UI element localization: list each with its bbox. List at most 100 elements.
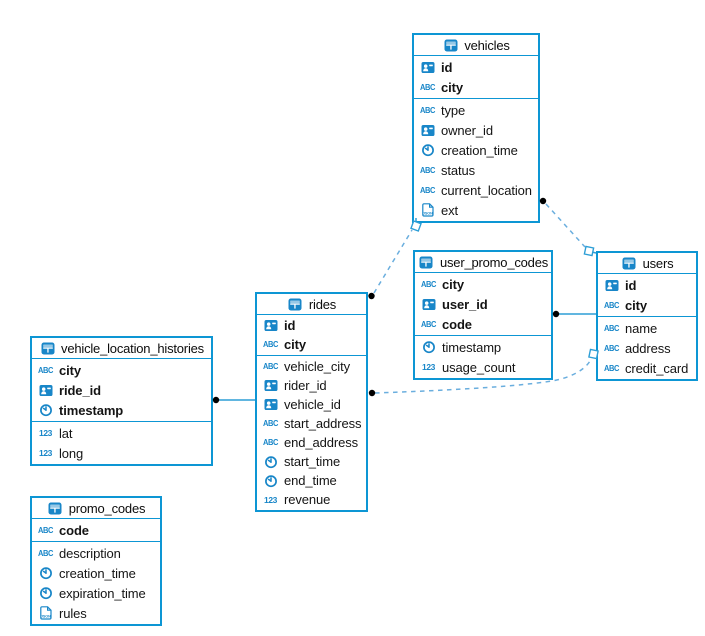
abc-text-type-icon: ABC	[37, 365, 54, 375]
table-header[interactable]: user_promo_codes	[415, 252, 551, 273]
column-row-creation_time[interactable]: creation_time	[32, 563, 160, 583]
column-name: start_address	[284, 416, 362, 431]
column-row-start_address[interactable]: ABC start_address	[257, 414, 366, 433]
column-row-id[interactable]: id	[414, 57, 538, 77]
column-name: description	[59, 545, 121, 561]
column-row-city[interactable]: ABC city	[257, 335, 366, 354]
column-name: ext	[441, 202, 459, 218]
column-row-ext[interactable]: JSON ext	[414, 200, 538, 220]
column-name: status	[441, 162, 476, 178]
column-row-credit_card[interactable]: ABC credit_card	[598, 358, 696, 378]
table-title: vehicle_location_histories	[61, 340, 204, 356]
clock-icon	[264, 474, 277, 487]
column-row-timestamp[interactable]: timestamp	[32, 400, 211, 420]
cardinality-dot-rides-users	[368, 389, 376, 397]
badge-icon-wrap	[262, 379, 279, 393]
column-row-rider_id[interactable]: rider_id	[257, 376, 366, 395]
clock-icon	[422, 341, 435, 354]
table-icon-wrap	[47, 501, 64, 515]
clock-icon-wrap	[262, 474, 279, 488]
json-icon-wrap: JSON	[419, 203, 436, 217]
relationship-line-vehicles-users[interactable]	[545, 203, 586, 248]
column-row-id[interactable]: id	[598, 275, 696, 295]
table-icon	[419, 256, 433, 268]
column-name: credit_card	[625, 360, 689, 376]
table-title: user_promo_codes	[439, 254, 549, 270]
abc-text-type-icon: ABC	[419, 165, 436, 175]
number-icon-wrap: 123	[37, 446, 54, 460]
column-row-id[interactable]: id	[257, 316, 366, 335]
column-name: timestamp	[442, 339, 502, 355]
column-name: current_location	[441, 182, 532, 198]
column-row-start_time[interactable]: start_time	[257, 452, 366, 471]
column-row-end_time[interactable]: end_time	[257, 471, 366, 490]
column-row-owner_id[interactable]: owner_id	[414, 120, 538, 140]
badge-icon-wrap	[419, 60, 436, 74]
table-icon	[48, 502, 62, 514]
column-row-vehicle_id[interactable]: vehicle_id	[257, 395, 366, 414]
table-header[interactable]: rides	[257, 294, 366, 315]
column-name: user_id	[442, 296, 488, 312]
123-number-type-icon: 123	[39, 448, 52, 458]
column-name: name	[625, 320, 658, 336]
table-header[interactable]: vehicles	[414, 35, 538, 56]
table-header[interactable]: users	[598, 253, 696, 274]
column-name: city	[284, 337, 307, 352]
relationship-line-vehicles-rides[interactable]	[373, 229, 413, 294]
column-row-timestamp[interactable]: timestamp	[415, 337, 551, 357]
clock-icon	[39, 567, 52, 580]
abc-icon-wrap: ABC	[262, 417, 279, 431]
cardinality-dot-vehicles-rides	[368, 292, 375, 300]
abc-icon-wrap: ABC	[419, 80, 436, 94]
abc-icon-wrap: ABC	[603, 341, 620, 355]
table-title: users	[642, 255, 674, 271]
clock-icon-wrap	[37, 403, 54, 417]
column-row-creation_time[interactable]: creation_time	[414, 140, 538, 160]
abc-text-type-icon: ABC	[420, 279, 437, 289]
abc-icon-wrap: ABC	[37, 523, 54, 537]
column-row-ride_id[interactable]: ride_id	[32, 380, 211, 400]
table-header[interactable]: vehicle_location_histories	[32, 338, 211, 359]
table-header[interactable]: promo_codes	[32, 498, 160, 519]
abc-text-type-icon: ABC	[603, 343, 620, 353]
column-name: rules	[59, 605, 87, 621]
column-row-expiration_time[interactable]: expiration_time	[32, 583, 160, 603]
abc-icon-wrap: ABC	[603, 361, 620, 375]
column-row-status[interactable]: ABC status	[414, 160, 538, 180]
badge-icon-wrap	[37, 383, 54, 397]
abc-icon-wrap: ABC	[37, 363, 54, 377]
table-title: promo_codes	[68, 500, 146, 516]
id-badge-icon	[264, 380, 277, 391]
abc-icon-wrap: ABC	[262, 338, 279, 352]
column-name: creation_time	[441, 142, 518, 158]
abc-text-type-icon: ABC	[262, 361, 279, 372]
column-row-user_id[interactable]: user_id	[415, 294, 551, 314]
